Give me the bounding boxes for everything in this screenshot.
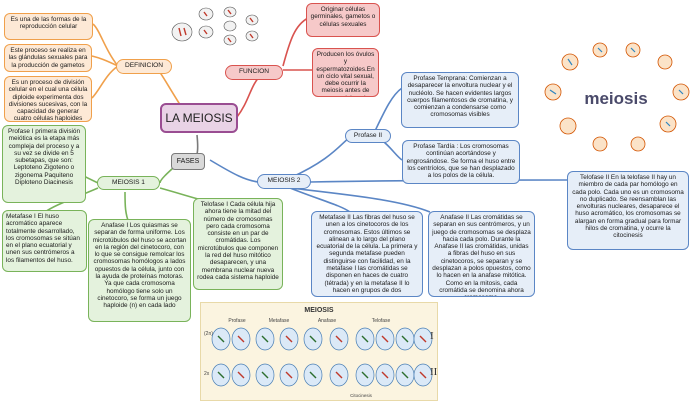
meiosis-logo-text: meiosis bbox=[584, 89, 647, 108]
chromosome-mark bbox=[361, 335, 369, 343]
meiosis1-anaphase: Anafase I Los quiasmas se separan de for… bbox=[88, 219, 191, 322]
central-topic-text: LA MEIOSIS bbox=[165, 110, 233, 125]
meiosis-stages-image bbox=[168, 2, 266, 52]
meiosis2-label: MEIOSIS 2 bbox=[267, 177, 301, 184]
chromosome-mark bbox=[217, 371, 225, 379]
chromosome-mark bbox=[361, 371, 369, 379]
chromosome-mark bbox=[309, 335, 317, 343]
chromosome-mark bbox=[381, 335, 389, 343]
definition-node: DEFINICION bbox=[116, 59, 172, 74]
figure-phase-label: Metafase bbox=[269, 318, 290, 324]
meiosis2-prophase-node: Profase II bbox=[345, 129, 391, 143]
meiosis-phases-figure: MEIOSIS Profase Metafase Anafase Telofas… bbox=[200, 302, 438, 401]
meiosis2-anaphase-text: Anafase II Las cromátidas se separan en … bbox=[432, 214, 531, 296]
meiosis1-metaphase-text: Metafase I El huso acromático aparece to… bbox=[6, 213, 80, 264]
meiosis2-anaphase: Anafase II Las cromátidas se separan en … bbox=[428, 211, 535, 297]
chromosome-mark bbox=[237, 335, 245, 343]
chromosome-mark bbox=[419, 335, 427, 343]
function-label: FUNCION bbox=[238, 68, 270, 75]
meiosis1-metaphase: Metafase I El huso acromático aparece to… bbox=[2, 210, 87, 272]
figure-phase-label: Telofase bbox=[372, 318, 391, 324]
meiosis2-metaphase: Metafase II Las fibras del huso se unen … bbox=[311, 211, 423, 297]
chromosome-mark bbox=[401, 371, 409, 379]
definition-item-2: Este proceso se realiza en las glándulas… bbox=[4, 44, 92, 72]
meiosis2-prophase-label: Profase II bbox=[353, 132, 383, 139]
chromosome-mark bbox=[419, 371, 427, 379]
meiosis1-telophase: Telofase I Cada célula hija ahora tiene … bbox=[193, 198, 283, 290]
chromosome-mark bbox=[285, 371, 293, 379]
meiosis2-early-prophase: Profase Temprana: Comienzan a desaparece… bbox=[401, 72, 519, 128]
function-item-1-text: Originar células germinales, gametos o c… bbox=[310, 6, 376, 28]
definition-item-2-text: Este proceso se realiza en las glándulas… bbox=[8, 47, 88, 69]
meiosis2-early-prophase-text: Profase Temprana: Comienzan a desaparece… bbox=[407, 75, 513, 119]
meiosis1-prophase-text: Profase I primera división meiótica es l… bbox=[7, 128, 81, 187]
row-mark-one: I bbox=[430, 330, 434, 342]
figure-caption: Citocinesis bbox=[350, 393, 373, 398]
chromosome-mark bbox=[335, 371, 343, 379]
chromosome-mark bbox=[261, 371, 269, 379]
meiosis2-late-prophase: Profase Tardía : Los cromosomas continúa… bbox=[402, 140, 520, 184]
function-item-2-text: Producen los óvulos y espermatozoides.En… bbox=[316, 51, 375, 96]
meiosis-cycle-image: meiosis bbox=[538, 40, 694, 156]
function-node: FUNCION bbox=[225, 65, 283, 80]
meiosis2-node: MEIOSIS 2 bbox=[257, 174, 311, 189]
chromosome-mark bbox=[261, 335, 269, 343]
figure-row-label: (2n) bbox=[204, 331, 213, 337]
chromosome-mark bbox=[335, 335, 343, 343]
chromosome-mark bbox=[237, 371, 245, 379]
figure-row-label: 2x bbox=[204, 371, 210, 377]
meiosis2-late-prophase-text: Profase Tardía : Los cromosomas continúa… bbox=[406, 143, 516, 180]
figure-phase-label: Anafase bbox=[318, 318, 337, 324]
meiosis2-metaphase-text: Metafase II Las fibras del huso se unen … bbox=[316, 214, 418, 294]
function-item-2: Producen los óvulos y espermatozoides.En… bbox=[312, 48, 379, 97]
meiosis1-node: MEIOSIS 1 bbox=[97, 176, 160, 190]
chromosome-mark bbox=[285, 335, 293, 343]
meiosis2-telophase: Telofase II En la telofase II hay un mie… bbox=[567, 171, 689, 250]
phases-node: FASES bbox=[171, 153, 205, 170]
central-topic: LA MEIOSIS bbox=[160, 103, 238, 133]
meiosis1-anaphase-text: Anafase I Los quiasmas se separan de for… bbox=[92, 222, 187, 310]
phases-label: FASES bbox=[176, 158, 200, 165]
definition-item-1: Es una de las formas de la reproducción … bbox=[4, 13, 93, 40]
chromosome-mark bbox=[401, 335, 409, 343]
meiosis2-telophase-text: Telofase II En la telofase II hay un mie… bbox=[572, 174, 684, 240]
chromosome-mark bbox=[309, 371, 317, 379]
chromosome-mark bbox=[217, 335, 225, 343]
meiosis1-prophase: Profase I primera división meiótica es l… bbox=[2, 125, 86, 203]
figure-title: MEIOSIS bbox=[304, 307, 334, 314]
meiosis1-label: MEIOSIS 1 bbox=[112, 179, 145, 186]
definition-label: DEFINICION bbox=[124, 62, 164, 69]
function-item-1: Originar células germinales, gametos o c… bbox=[306, 3, 380, 37]
definition-item-1-text: Es una de las formas de la reproducción … bbox=[10, 16, 87, 31]
definition-item-3-text: Es un proceso de división celular en el … bbox=[8, 79, 88, 122]
meiosis1-telophase-text: Telofase I Cada célula hija ahora tiene … bbox=[197, 201, 279, 281]
row-mark-two: II bbox=[430, 366, 438, 378]
chromosome-mark bbox=[381, 371, 389, 379]
definition-item-3: Es un proceso de división celular en el … bbox=[4, 76, 92, 122]
figure-phase-label: Profase bbox=[228, 318, 245, 324]
